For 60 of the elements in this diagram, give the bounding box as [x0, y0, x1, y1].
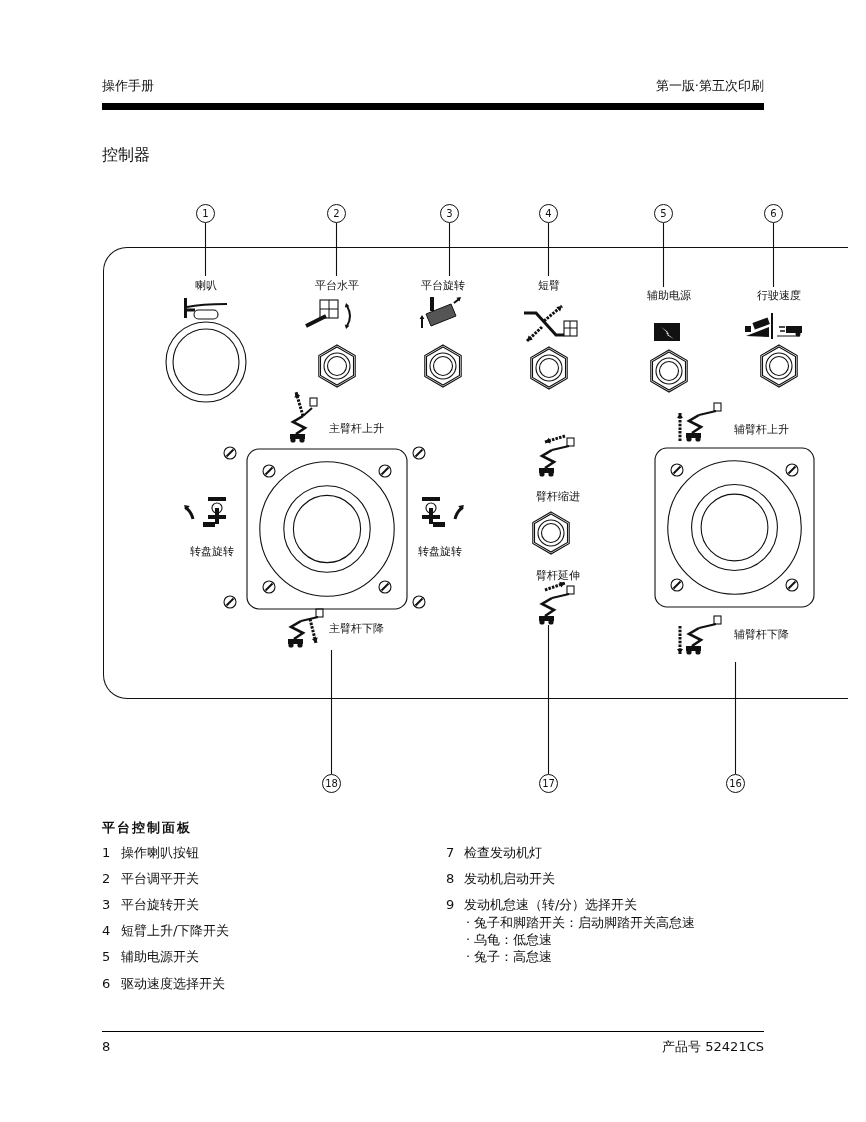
control-panel [103, 247, 848, 699]
callout-number: 18 [322, 774, 341, 793]
list-item-text: 操作喇叭按钮 [121, 845, 199, 861]
list-number: 8 [446, 871, 455, 887]
callout-number: 2 [327, 204, 346, 223]
list-number: 6 [102, 976, 111, 992]
leader-line [547, 222, 550, 277]
section-heading: 平台控制面板 [102, 820, 192, 836]
leader-line [448, 222, 451, 277]
leader-line [330, 649, 333, 775]
callout-number: 1 [196, 204, 215, 223]
list-item-text: 平台调平开关 [121, 871, 199, 887]
callout-number: 17 [539, 774, 558, 793]
list-number: 2 [102, 871, 111, 887]
page-number: 8 [102, 1039, 111, 1055]
list-item-text: · 兔子：高怠速 [466, 949, 553, 965]
callout-number: 3 [440, 204, 459, 223]
list-number: 1 [102, 845, 111, 861]
leader-line [335, 222, 338, 277]
control-label: 臂杆缩进 [536, 490, 580, 503]
list-item-text: 检查发动机灯 [464, 845, 542, 861]
footer-text: 产品号 52421CS [662, 1039, 764, 1055]
header-text: 操作手册 [102, 78, 154, 94]
callout-number: 6 [764, 204, 783, 223]
control-label: 臂杆延伸 [536, 569, 580, 582]
control-label: 辅臂杆下降 [733, 628, 789, 641]
list-item-text: 发动机启动开关 [464, 871, 555, 887]
control-label: 辅臂杆上升 [733, 423, 789, 436]
header-text: 第一版·第五次印刷 [655, 78, 764, 94]
control-label: 辅助电源 [647, 289, 691, 302]
list-number: 4 [102, 923, 111, 939]
list-number: 9 [446, 897, 455, 913]
callout-number: 16 [726, 774, 745, 793]
control-label: 主臂杆下降 [328, 622, 384, 635]
control-label: 短臂 [538, 279, 560, 292]
list-item-text: · 乌龟：低怠速 [466, 932, 553, 948]
callout-number: 5 [654, 204, 673, 223]
control-label: 行驶速度 [757, 289, 801, 302]
list-item-text: · 兔子和脚踏开关：启动脚踏开关高怠速 [466, 915, 696, 931]
page-title: 控制器 [102, 145, 150, 165]
leader-line [547, 624, 550, 775]
list-number: 5 [102, 949, 111, 965]
control-label: 喇叭 [195, 279, 217, 292]
leader-line [772, 222, 775, 288]
leader-line [662, 222, 665, 288]
control-label: 转盘旋转 [190, 545, 234, 558]
list-number: 7 [446, 845, 455, 861]
list-number: 3 [102, 897, 111, 913]
control-label: 平台旋转 [421, 279, 465, 292]
leader-line [734, 661, 737, 775]
list-item-text: 平台旋转开关 [121, 897, 199, 913]
list-item-text: 辅助电源开关 [121, 949, 199, 965]
callout-number: 4 [539, 204, 558, 223]
list-item-text: 发动机怠速（转/分）选择开关 [464, 897, 638, 913]
list-item-text: 短臂上升/下降开关 [121, 923, 230, 939]
control-label: 平台水平 [315, 279, 359, 292]
list-item-text: 驱动速度选择开关 [121, 976, 225, 992]
control-label: 主臂杆上升 [328, 422, 384, 435]
control-label: 转盘旋转 [418, 545, 462, 558]
leader-line [204, 222, 207, 277]
